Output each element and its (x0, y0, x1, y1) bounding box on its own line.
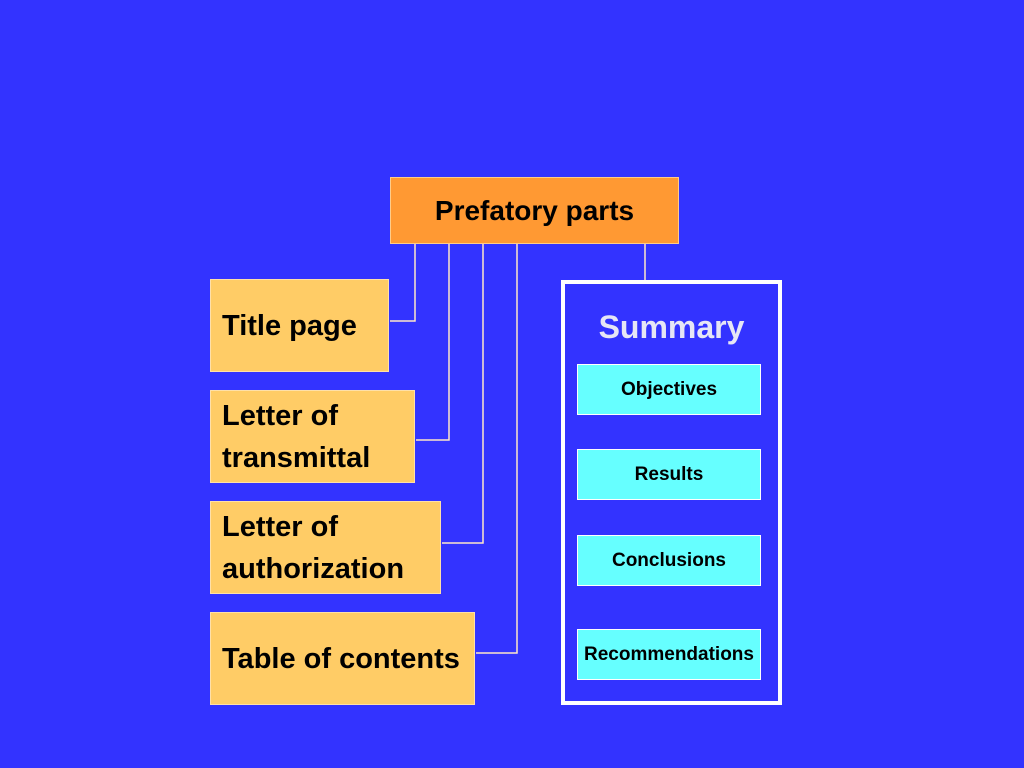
summary-item-results: Results (577, 449, 761, 500)
table-of-contents-box: Table of contents (210, 612, 475, 705)
summary-item-label: Objectives (620, 378, 718, 400)
summary-item-label: Results (634, 463, 704, 485)
letter-of-transmittal-label: Letter of transmittal (222, 399, 371, 474)
title-page-box: Title page (210, 279, 389, 372)
connector-title-page (390, 244, 416, 322)
title-page-label: Title page (222, 309, 357, 342)
letter-of-transmittal-box: Letter of transmittal (210, 390, 415, 483)
summary-item-label: Conclusions (611, 549, 726, 571)
summary-item-conclusions: Conclusions (577, 535, 761, 586)
summary-item-recommendations: Recommendations (577, 629, 761, 680)
connector-letter-of-authorization (442, 244, 484, 544)
connector-table-of-contents (476, 244, 518, 654)
summary-item-label: Recommendations (584, 643, 754, 665)
summary-frame (561, 280, 782, 705)
prefatory-parts-label: Prefatory parts (434, 194, 635, 226)
table-of-contents-label: Table of contents (222, 642, 460, 675)
connector-letter-of-transmittal (416, 244, 450, 441)
summary-item-objectives: Objectives (577, 364, 761, 415)
letter-of-authorization-label: Letter of authorization (222, 510, 405, 585)
prefatory-parts-box: Prefatory parts (390, 177, 679, 244)
letter-of-authorization-box: Letter of authorization (210, 501, 441, 594)
summary-title: Summary (598, 309, 745, 345)
